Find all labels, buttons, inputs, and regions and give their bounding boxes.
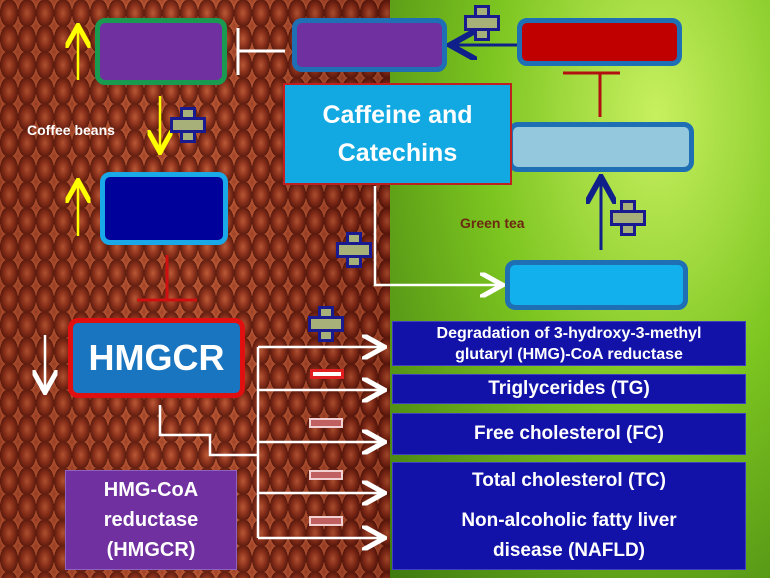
outcome-text: disease (NAFLD)	[492, 540, 646, 561]
outcome-text: Total cholesterol (TC)	[472, 470, 666, 491]
plus-icon	[610, 200, 646, 236]
minus-icon	[309, 470, 343, 480]
minus-icon	[309, 516, 343, 526]
outcome-text: glutaryl (HMG)-CoA reductase	[455, 345, 683, 363]
outcome-text: Triglycerides (TG)	[488, 378, 650, 399]
outcome-triglycerides: Triglycerides (TG)	[392, 374, 746, 404]
plus-icon	[336, 232, 372, 268]
outcome-free-cholesterol: Free cholesterol (FC)	[392, 413, 746, 455]
yellow-arrows	[78, 28, 160, 236]
hmgcr-box: HMGCR	[68, 318, 245, 398]
enzyme-line: HMG-CoA	[103, 479, 199, 501]
purple-box-green-border	[95, 18, 227, 85]
enzyme-line: reductase	[103, 509, 199, 531]
purple-box-blue-border	[292, 18, 447, 72]
outcome-text: Free cholesterol (FC)	[473, 423, 665, 444]
hmgcr-label: HMGCR	[88, 337, 225, 378]
outcome-hmgcr-degradation: Degradation of 3-hydroxy-3-methyl glutar…	[392, 321, 746, 366]
outcome-text: Degradation of 3-hydroxy-3-methyl	[436, 324, 702, 342]
sky-blue-box	[505, 260, 688, 310]
enzyme-line: (HMGCR)	[106, 539, 196, 561]
center-label: Caffeine and Catechins	[322, 101, 473, 167]
plus-icon	[464, 5, 500, 41]
minus-icon	[310, 369, 344, 379]
caffeine-catechins-box: Caffeine and Catechins	[283, 83, 512, 185]
light-blue-box	[508, 122, 694, 172]
green-tea-label: Green tea	[460, 215, 525, 231]
red-box	[517, 18, 682, 66]
coffee-beans-label: Coffee beans	[27, 122, 115, 138]
outcome-text: Non-alcoholic fatty liver	[461, 510, 677, 531]
plus-icon	[170, 107, 206, 143]
hmgcr-full-name-box: HMG-CoA reductase (HMGCR)	[65, 470, 237, 570]
plus-icon	[308, 306, 344, 342]
minus-icon	[309, 418, 343, 428]
outcome-tc-nafld: Total cholesterol (TC) Non-alcoholic fat…	[392, 462, 746, 570]
navy-box	[100, 172, 228, 245]
